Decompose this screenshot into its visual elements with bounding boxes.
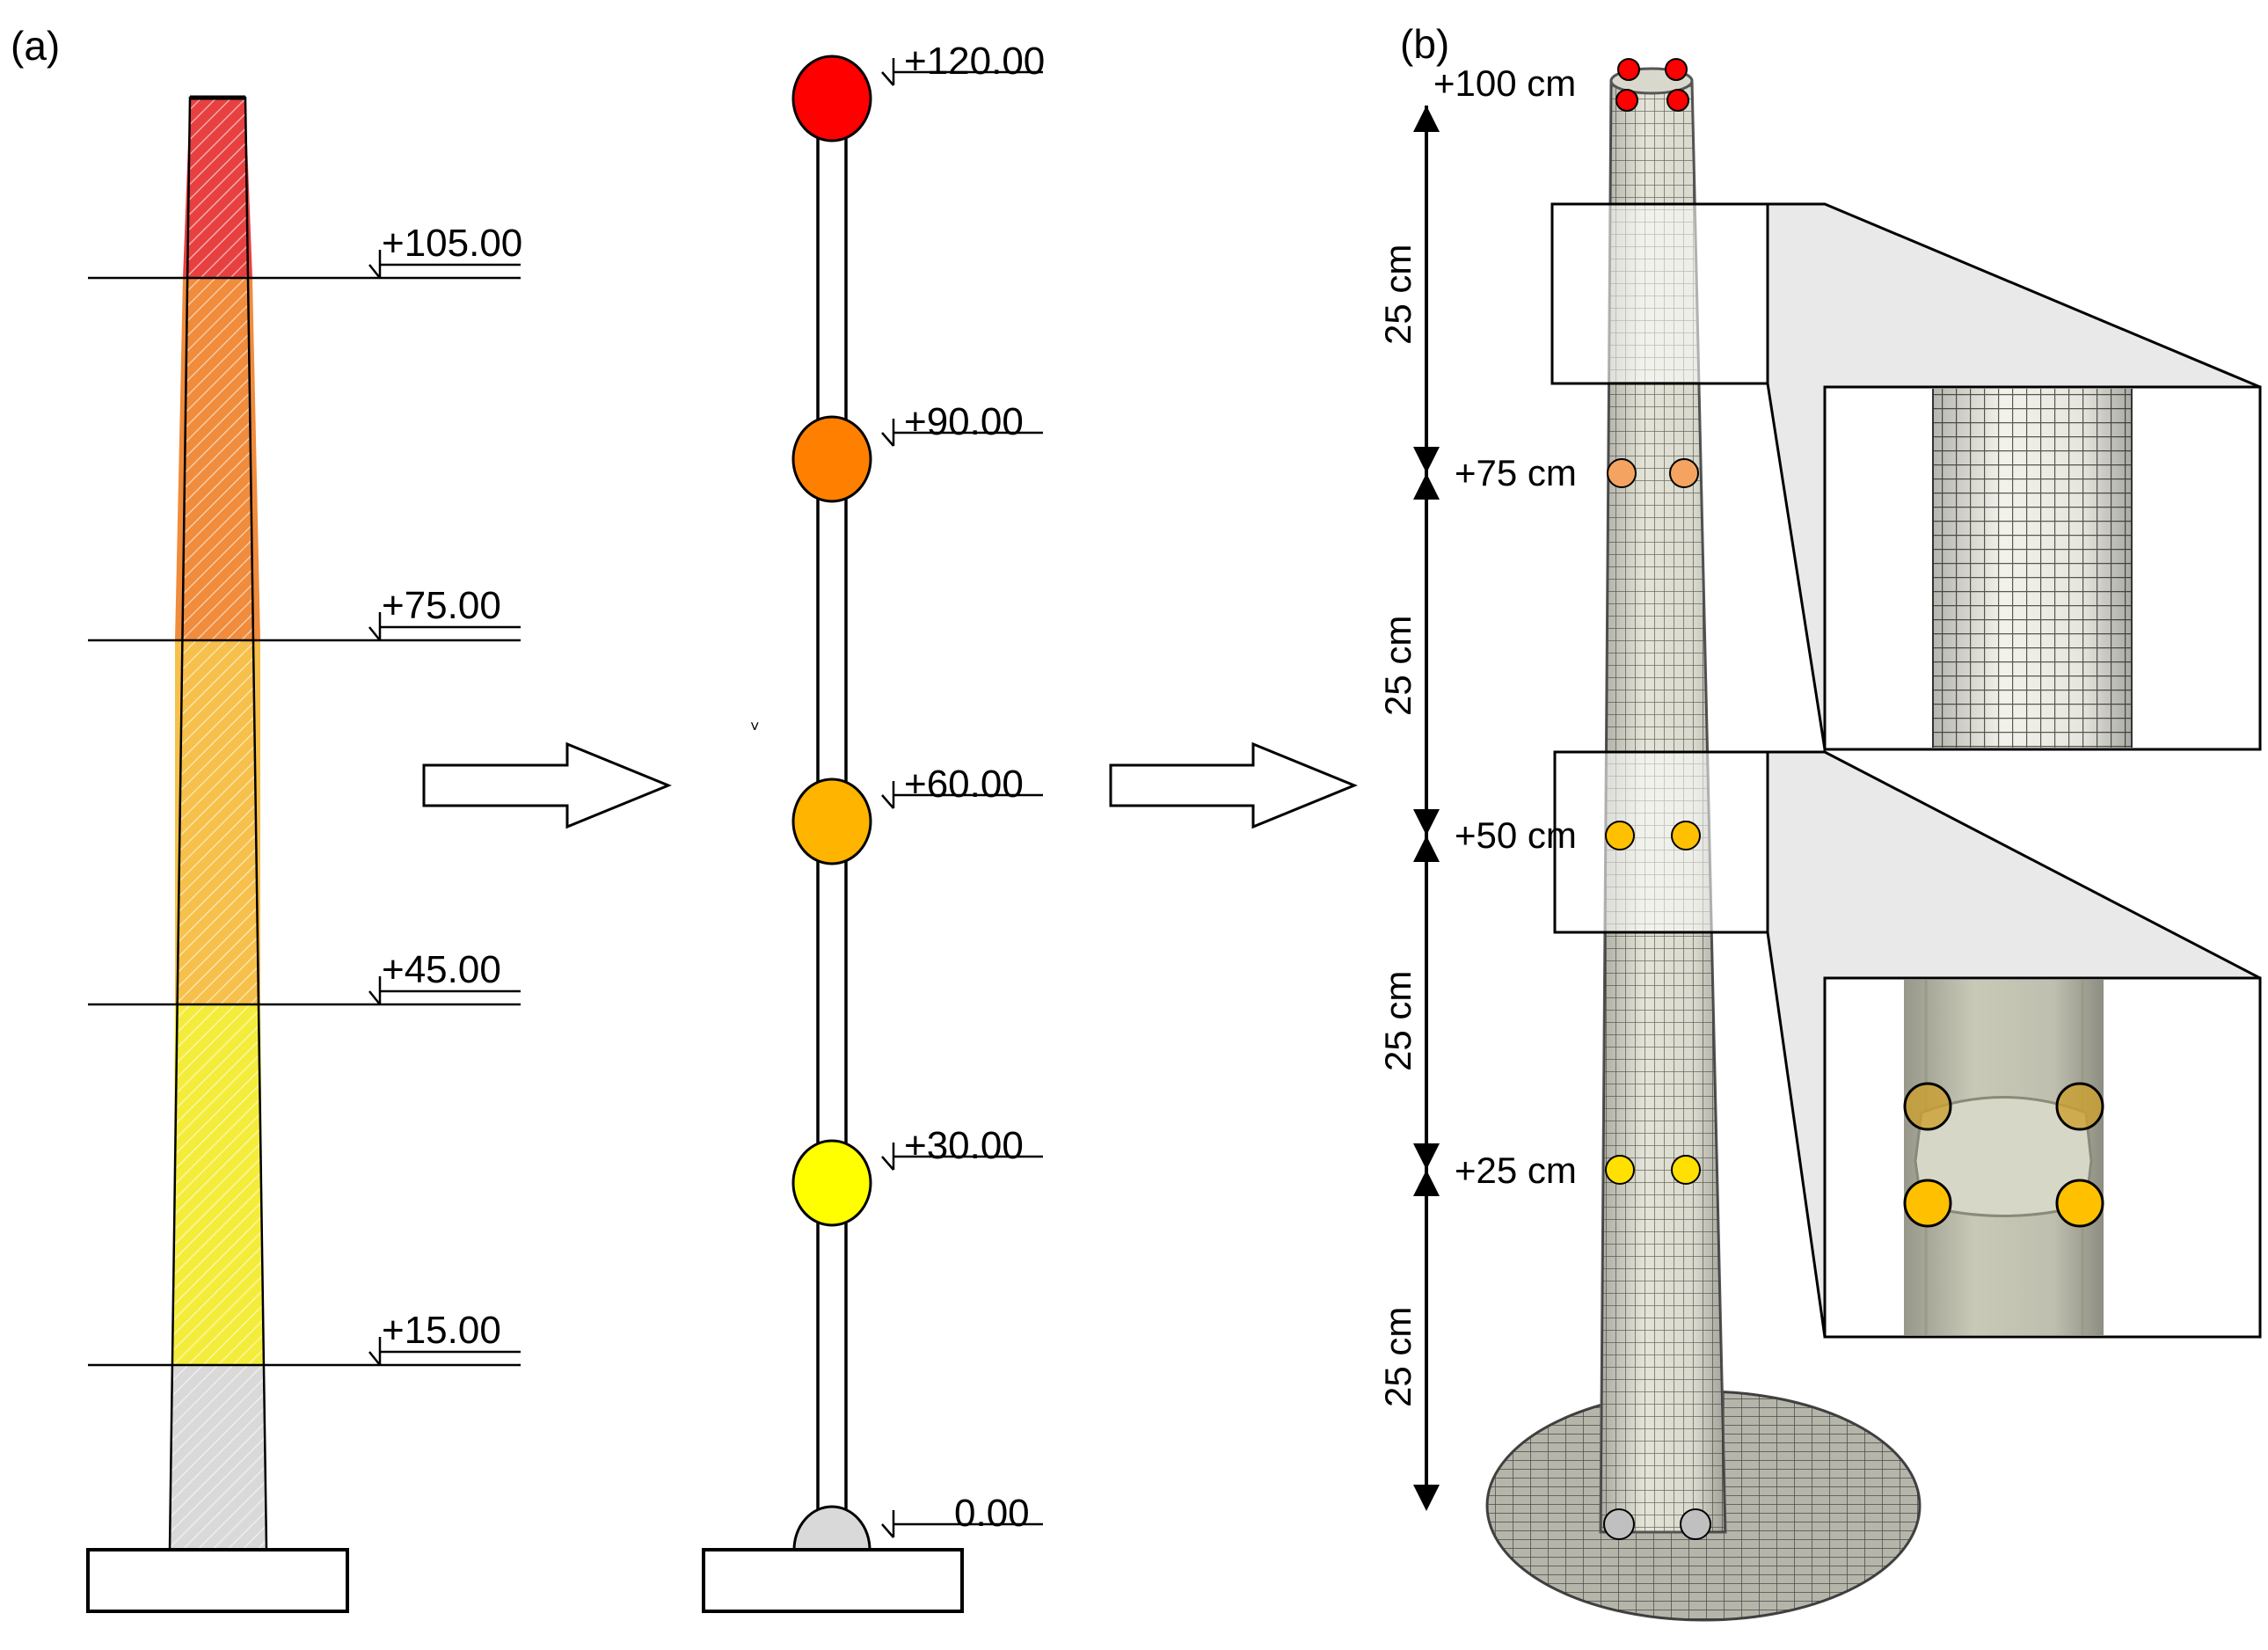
marker-top: [1615, 89, 1638, 112]
node-level-label: +90.00: [904, 400, 1024, 443]
zoom-inset-joint: [1823, 976, 2262, 1339]
tower-level-label: +75.00: [382, 584, 501, 627]
spacing-label: 25 cm: [1377, 616, 1418, 716]
marker-50: [1671, 821, 1701, 851]
spacing-label: 25 cm: [1377, 1307, 1418, 1407]
node-level-60: [791, 778, 872, 865]
tower-level-label: +45.00: [382, 948, 501, 991]
node-level-30: [791, 1139, 872, 1227]
tower-level-label: +105.00: [382, 222, 522, 265]
marker-50: [1605, 821, 1635, 851]
stray-mark: ˅: [750, 718, 760, 735]
marker-75: [1669, 458, 1699, 488]
zoom-inset-mesh: [1823, 385, 2262, 751]
marker-base: [1603, 1508, 1635, 1540]
spacing-label: 25 cm: [1377, 971, 1418, 1071]
marker-top: [1617, 58, 1640, 81]
marker-25: [1671, 1155, 1701, 1185]
panel-a-label: (a): [11, 23, 60, 69]
node-level-label: 0.00: [954, 1492, 1030, 1535]
tapered-tower: [168, 95, 268, 1551]
marker-top: [1665, 58, 1688, 81]
node-level-label: +60.00: [904, 763, 1024, 806]
fe-level-label: +75 cm: [1455, 452, 1577, 493]
arrow-right-icon: [422, 741, 672, 829]
tower-level-lines: [88, 250, 521, 1367]
marker-top: [1666, 89, 1689, 112]
node-level-120: [791, 55, 872, 142]
marker-25: [1605, 1155, 1635, 1185]
node-level-label: +120.00: [904, 40, 1045, 83]
stick-level-lines: [881, 58, 1043, 1538]
node-level-90: [791, 415, 872, 503]
tower-foundation: [86, 1548, 349, 1613]
tower-level-label: +15.00: [382, 1309, 501, 1352]
stick-model: [791, 55, 872, 1551]
fe-level-label: +25 cm: [1455, 1150, 1577, 1191]
spacing-label: 25 cm: [1377, 245, 1418, 345]
arrow-right-icon: [1109, 741, 1358, 829]
marker-base: [1680, 1508, 1711, 1540]
fe-markers: [1603, 58, 1711, 1540]
zoom-box-upper: [1550, 202, 1769, 385]
zoom-box-lower: [1553, 750, 1769, 934]
node-support: [792, 1505, 871, 1551]
fe-level-label: +50 cm: [1455, 814, 1577, 856]
panel-b-label: (b): [1400, 21, 1449, 67]
marker-75: [1607, 458, 1637, 488]
stick-foundation: [702, 1548, 964, 1613]
fe-level-label: +100 cm: [1433, 62, 1576, 104]
dimension-line: [1413, 106, 1440, 1511]
node-level-label: +30.00: [904, 1124, 1024, 1167]
